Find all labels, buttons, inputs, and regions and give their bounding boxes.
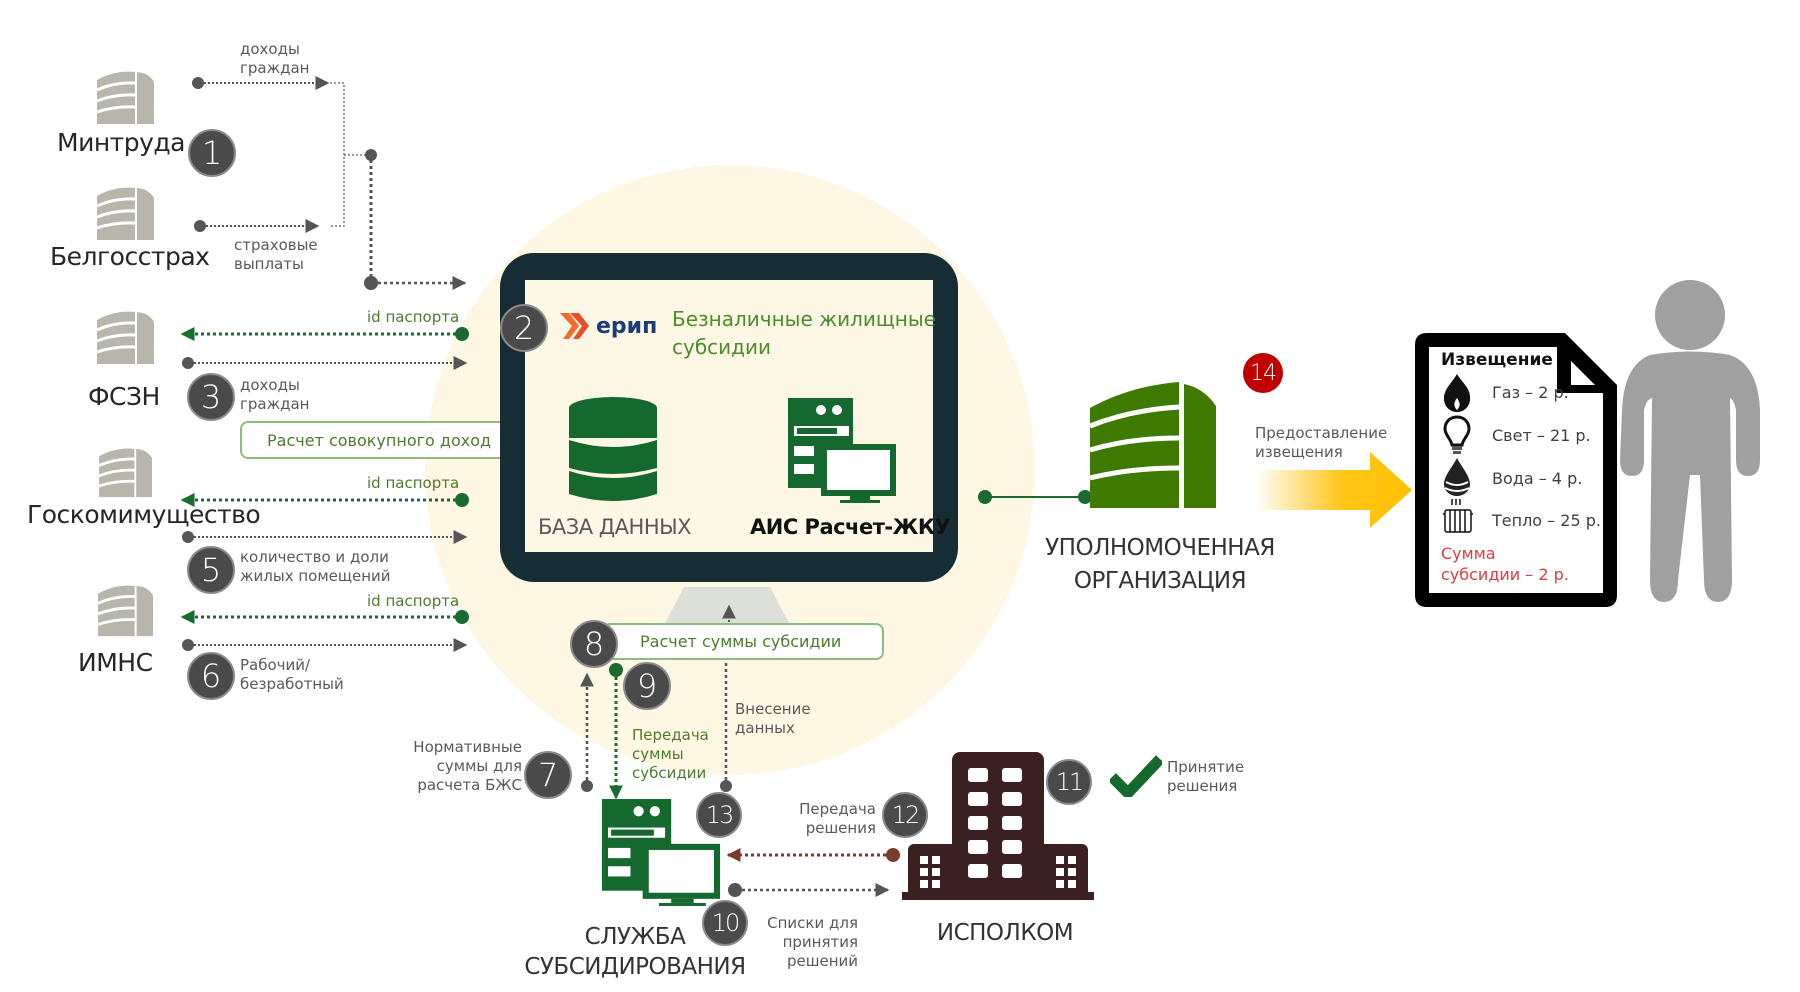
decision-transfer-line bbox=[726, 848, 900, 862]
building-icon bbox=[97, 585, 153, 637]
goskom-request-label: id паспорта bbox=[367, 474, 460, 492]
fszn-request-label: id паспорта bbox=[367, 308, 460, 326]
service-server-icon bbox=[601, 799, 721, 906]
notice-title: Извещение bbox=[1441, 350, 1553, 370]
lists-line bbox=[728, 883, 890, 897]
imns-request-label: id паспорта bbox=[367, 592, 460, 610]
water-drop-icon bbox=[1444, 458, 1470, 496]
ais-to-org-line bbox=[978, 490, 1092, 504]
calc-income-box: Расчет совокупного доход bbox=[240, 421, 522, 459]
flame-icon bbox=[1443, 374, 1471, 412]
subsidy-transfer-line bbox=[609, 663, 623, 800]
step-badge-11: 11 bbox=[1046, 759, 1092, 805]
merged-flow bbox=[344, 149, 467, 290]
imns-response-line bbox=[182, 638, 468, 652]
notice-item-gas: Газ – 2 р. bbox=[1492, 383, 1569, 402]
step-badge-1: 1 bbox=[188, 129, 236, 177]
authorized-org-building-icon bbox=[1090, 382, 1216, 508]
radiator-icon bbox=[1443, 499, 1473, 533]
erip-logo-icon bbox=[560, 313, 589, 339]
source-belgosstrakh-name: Белгосстрах bbox=[50, 242, 210, 271]
step-badge-10: 10 bbox=[702, 900, 748, 946]
source-fszn-name: ФСЗН bbox=[88, 382, 160, 411]
database-label: БАЗА ДАННЫХ bbox=[538, 515, 692, 539]
source-goskom-name: Госкомимущество bbox=[27, 500, 261, 529]
belgos-flow bbox=[194, 219, 320, 233]
database-icon bbox=[569, 397, 657, 501]
ispolkom-building-icon bbox=[902, 752, 1094, 900]
step-badge-8: 8 bbox=[570, 620, 618, 668]
ais-server-icon bbox=[788, 398, 896, 503]
fszn-response-line bbox=[182, 356, 468, 370]
notice-item-heat: Тепло – 25 р. bbox=[1492, 511, 1601, 530]
source-imns-name: ИМНС bbox=[78, 648, 153, 677]
fszn-request-line bbox=[180, 327, 469, 341]
building-icon bbox=[97, 71, 154, 124]
goskom-request-line bbox=[180, 493, 469, 507]
ais-label: АИС Расчет-ЖКУ bbox=[750, 515, 951, 539]
ispolkom-name: ИСПОЛКОМ bbox=[936, 920, 1074, 946]
lightbulb-icon bbox=[1443, 415, 1471, 454]
step-badge-6: 6 bbox=[187, 652, 235, 700]
step-badge-13: 13 bbox=[696, 792, 742, 838]
imns-flow-label: Рабочий/безработный bbox=[240, 656, 344, 693]
goskom-response-line bbox=[182, 530, 468, 544]
calc-subsidy-label: Расчет суммы субсидии bbox=[640, 632, 842, 651]
building-icon bbox=[97, 187, 154, 240]
step-badge-5: 5 bbox=[187, 546, 235, 594]
step-badge-3: 3 bbox=[187, 373, 235, 421]
checkmark-icon bbox=[1110, 755, 1162, 797]
notice-item-light: Свет – 21 р. bbox=[1492, 426, 1591, 445]
data-entry-line bbox=[720, 660, 732, 792]
calc-subsidy-box: Расчет суммы субсидии bbox=[602, 623, 884, 660]
normative-sums-line bbox=[580, 672, 594, 792]
imns-request-line bbox=[180, 610, 469, 624]
step-badge-12: 12 bbox=[882, 792, 928, 838]
source-mintrud-name: Минтруда bbox=[57, 128, 186, 157]
notice-item-water: Вода – 4 р. bbox=[1492, 469, 1583, 488]
erip-logo-text: ерип bbox=[596, 314, 658, 339]
step-badge-2: 2 bbox=[500, 304, 548, 352]
citizen-person-icon bbox=[1620, 280, 1760, 602]
step-badge-14: 14 bbox=[1243, 353, 1283, 393]
calc-income-label: Расчет совокупного доход bbox=[267, 430, 492, 450]
building-icon bbox=[98, 448, 152, 498]
notice-arrow bbox=[1255, 452, 1412, 528]
step-badge-7: 7 bbox=[524, 751, 572, 799]
building-icon bbox=[97, 311, 154, 364]
step-badge-9: 9 bbox=[623, 662, 671, 710]
